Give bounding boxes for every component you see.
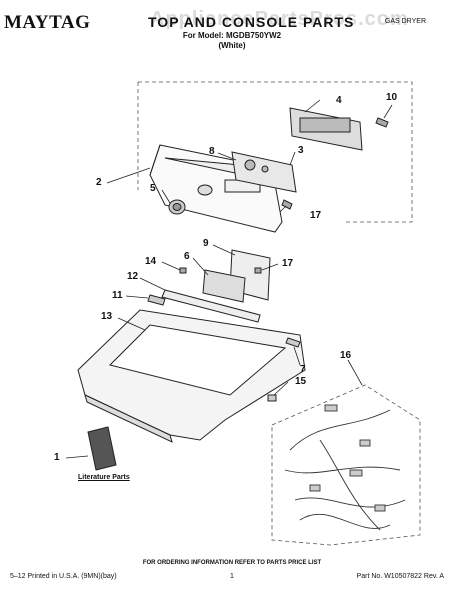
callout-17-top: 17 xyxy=(310,210,322,221)
callout-15: 15 xyxy=(295,376,307,387)
callout-4: 4 xyxy=(336,95,342,106)
literature-booklet xyxy=(87,426,117,471)
callout-11: 11 xyxy=(112,290,123,301)
brand-logo: MAYTAG xyxy=(4,12,91,33)
callout-5: 5 xyxy=(150,183,156,194)
wire-harness-box xyxy=(271,384,421,546)
callout-14: 14 xyxy=(145,256,157,267)
model-line: For Model: MGDB750YW2 xyxy=(182,31,282,40)
page-number: 1 xyxy=(230,573,234,580)
callout-8: 8 xyxy=(209,146,215,157)
callout-17-bracket: 17 xyxy=(282,258,294,269)
console-assembly-box xyxy=(137,81,413,223)
leader-lines xyxy=(65,99,393,459)
callout-6: 6 xyxy=(184,251,190,262)
dryer-top xyxy=(77,309,306,443)
clip-part xyxy=(267,337,301,402)
screw xyxy=(179,267,262,274)
callout-2: 2 xyxy=(96,177,102,188)
hinge-strip xyxy=(147,289,261,323)
literature-parts-label: Literature Parts xyxy=(78,474,130,481)
watermark-text: AppliancePartsPros.com xyxy=(150,8,409,30)
print-info: 5–12 Printed in U.S.A. (9MN)(bay) xyxy=(10,573,117,580)
control-knob xyxy=(168,199,186,215)
ordering-note: FOR ORDERING INFORMATION REFER TO PARTS … xyxy=(142,560,322,566)
callout-13: 13 xyxy=(101,311,113,322)
callout-3: 3 xyxy=(298,145,304,156)
callout-7: 7 xyxy=(300,364,306,375)
callout-10: 10 xyxy=(386,92,398,103)
page-title: TOP AND CONSOLE PARTS xyxy=(148,14,355,30)
screw xyxy=(375,117,389,128)
console-control-board xyxy=(231,151,297,193)
screw xyxy=(281,199,293,210)
callout-12: 12 xyxy=(127,271,139,282)
wire-harness xyxy=(284,404,406,531)
callout-9: 9 xyxy=(203,238,209,249)
part-number: Part No. W10507822 Rev. A xyxy=(356,573,444,580)
console-bracket xyxy=(202,249,271,303)
electronic-board xyxy=(289,107,363,151)
callout-1: 1 xyxy=(54,452,60,463)
color-line: (White) xyxy=(218,41,246,50)
callout-16: 16 xyxy=(340,350,352,361)
product-type: GAS DRYER xyxy=(384,18,426,25)
